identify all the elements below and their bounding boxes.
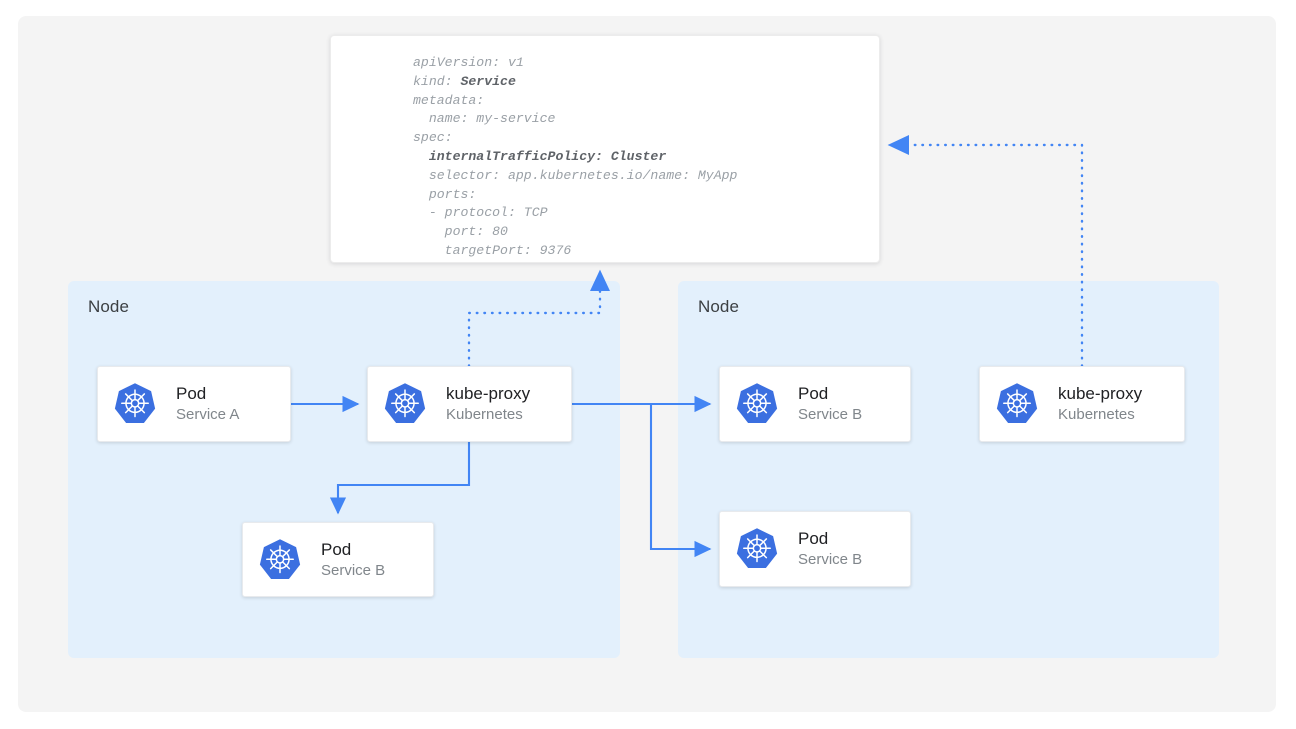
kubernetes-icon xyxy=(112,381,158,427)
node-label-right: Node xyxy=(698,297,740,316)
card-subtitle: Service B xyxy=(798,551,863,569)
kubernetes-icon xyxy=(382,381,428,427)
card-kube-proxy-left[interactable]: kube-proxy Kubernetes xyxy=(367,366,572,442)
card-pod-service-b-right-bottom[interactable]: Pod Service B xyxy=(719,511,911,587)
card-subtitle: Kubernetes xyxy=(446,406,523,424)
node-label-left: Node xyxy=(88,297,130,316)
card-text: kube-proxy Kubernetes xyxy=(1058,384,1142,424)
service-manifest-panel: apiVersion: v1 kind: Service metadata: n… xyxy=(330,35,880,263)
card-title: kube-proxy xyxy=(1058,384,1143,404)
card-subtitle: Service B xyxy=(321,561,386,579)
card-title: Pod xyxy=(321,539,352,559)
card-text: Pod Service B xyxy=(321,540,385,580)
card-pod-service-b-right-top[interactable]: Pod Service B xyxy=(719,366,911,442)
card-title: Pod xyxy=(798,529,829,549)
kubernetes-icon xyxy=(734,526,780,572)
kubernetes-icon xyxy=(994,381,1040,427)
node-container-left: Node xyxy=(68,281,620,658)
card-pod-service-b-left[interactable]: Pod Service B xyxy=(242,522,434,597)
card-title: Pod xyxy=(176,384,207,404)
service-manifest-code: apiVersion: v1 kind: Service metadata: n… xyxy=(413,55,738,258)
kubernetes-icon xyxy=(257,537,303,583)
card-subtitle: Kubernetes xyxy=(1058,406,1135,424)
card-text: kube-proxy Kubernetes xyxy=(446,384,530,424)
card-title: Pod xyxy=(798,384,829,404)
card-kube-proxy-right[interactable]: kube-proxy Kubernetes xyxy=(979,366,1185,442)
card-text: Pod Service A xyxy=(176,384,239,424)
kubernetes-icon xyxy=(734,381,780,427)
card-subtitle: Service B xyxy=(798,406,863,424)
card-pod-service-a[interactable]: Pod Service A xyxy=(97,366,291,442)
card-text: Pod Service B xyxy=(798,384,862,424)
card-text: Pod Service B xyxy=(798,529,862,569)
card-title: kube-proxy xyxy=(446,384,531,404)
node-container-right: Node xyxy=(678,281,1219,658)
card-subtitle: Service A xyxy=(176,406,240,424)
